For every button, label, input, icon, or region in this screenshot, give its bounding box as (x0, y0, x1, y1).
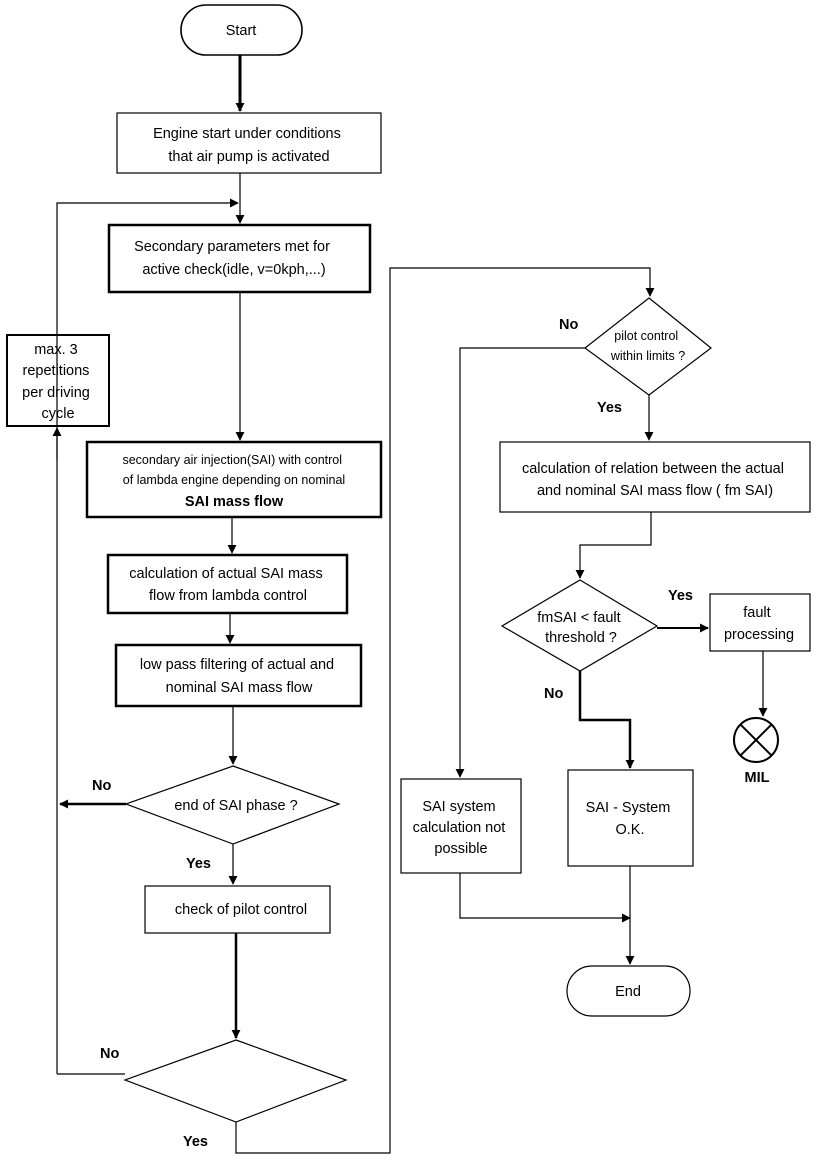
fault-threshold-label: fmSAI < fault threshold ? (537, 610, 624, 646)
max-repetitions-label: max. 3 repetitions per driving cycle (22, 342, 94, 422)
system-ok-box (567, 769, 694, 867)
threshold-no-label: No (544, 686, 563, 702)
end-terminal (566, 965, 691, 1017)
system-ok-label: SAI - System O.K. (586, 800, 675, 838)
start-label: Start (226, 23, 257, 39)
pilot-limits-decision (584, 297, 712, 396)
arrow-not-possible-to-end (459, 873, 631, 923)
not-possible-box (400, 778, 522, 874)
engine-start-label: Engine start under conditions that air p… (153, 126, 345, 165)
pilot-no-label: No (559, 317, 578, 333)
sai-injection-label: secondary air injection(SAI) with contro… (122, 453, 345, 487)
calc-actual-label: calculation of actual SAI mass flow from… (129, 566, 326, 604)
calc-actual-box (106, 553, 349, 615)
arrow-threshold-no-to-ok (578, 671, 635, 769)
final-decision (123, 1039, 348, 1123)
low-pass-label: low pass filtering of actual and nominal… (140, 657, 338, 696)
fault-processing-label: fault processing (724, 605, 794, 643)
calc-relation-box (499, 441, 811, 513)
secondary-params-label: Secondary parameters met for active chec… (134, 239, 334, 278)
final-no-label: No (100, 1046, 119, 1062)
pilot-yes-label: Yes (597, 400, 622, 416)
loop-return-line (56, 198, 239, 1074)
check-pilot-box (144, 885, 331, 934)
line-yes-to-pilot (235, 267, 655, 1154)
pilot-limits-label: pilot control within limits ? (610, 329, 685, 363)
max-repetitions-box (6, 334, 110, 427)
fault-processing-box (709, 593, 811, 652)
final-yes-label: Yes (183, 1134, 208, 1150)
threshold-yes-label: Yes (668, 588, 693, 604)
arrow-relation-to-threshold (575, 512, 652, 579)
end-phase-label: end of SAI phase ? (174, 798, 297, 814)
end-label: End (615, 984, 641, 1000)
secondary-params-box (107, 223, 372, 294)
check-pilot-label: check of pilot control (175, 902, 307, 918)
end-phase-no-label: No (92, 778, 111, 794)
arrow-pilot-no-to-not-possible (455, 347, 585, 778)
mil-lamp-icon (733, 717, 779, 763)
sai-injection-box (85, 440, 383, 519)
mil-label: MIL (745, 770, 770, 786)
low-pass-box (114, 643, 363, 708)
engine-start-box (116, 112, 382, 174)
calc-relation-label: calculation of relation between the actu… (522, 461, 788, 499)
sai-mass-flow-label: SAI mass flow (185, 494, 284, 510)
end-phase-yes-label: Yes (186, 856, 211, 872)
not-possible-label: SAI system calculation not possible (413, 799, 510, 857)
